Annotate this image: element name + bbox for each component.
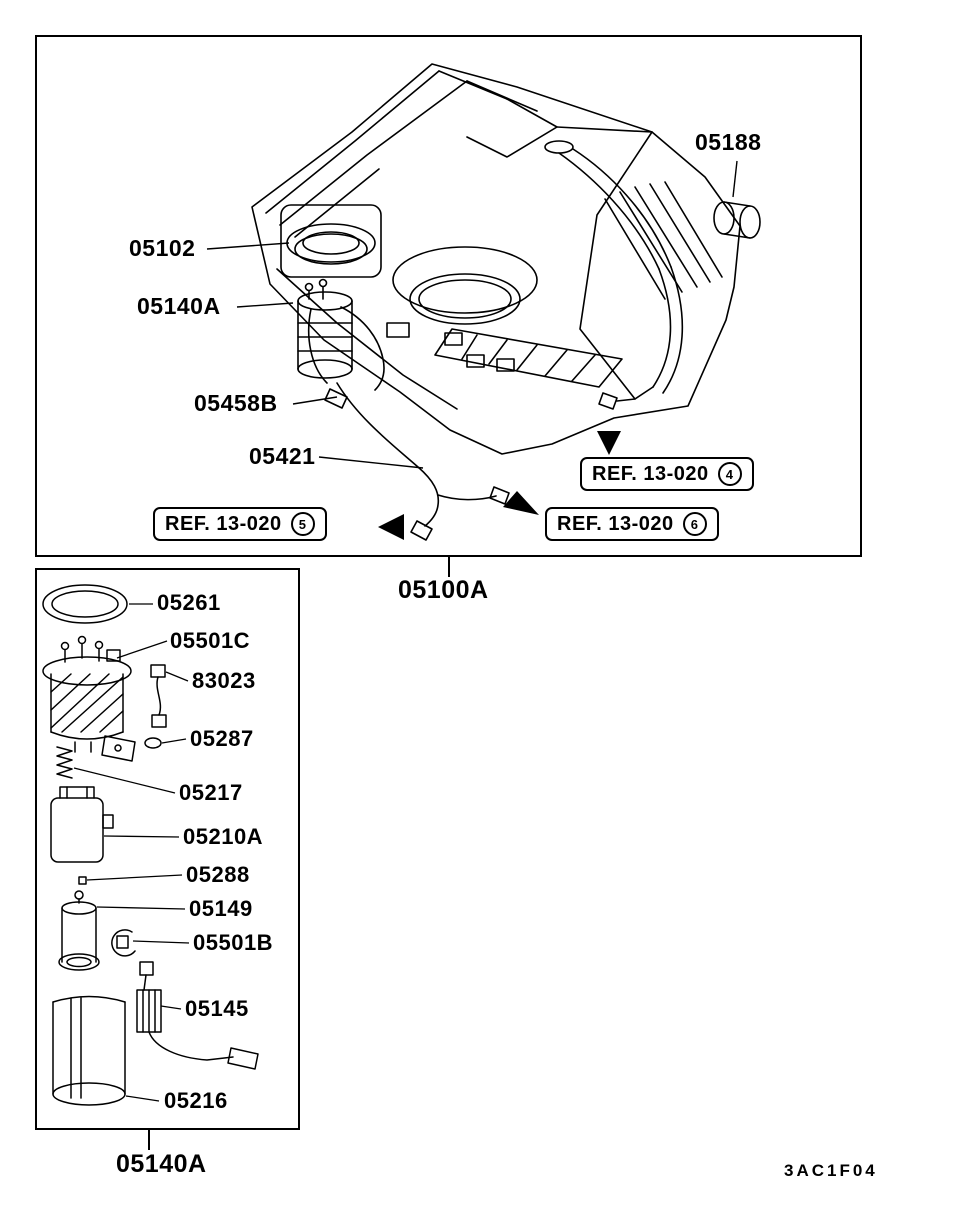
ref-circled-number: 4 (717, 462, 742, 486)
callout-05501B: 05501B (193, 930, 274, 955)
fuel-tank-illustration (206, 63, 761, 541)
callout-05421: 05421 (249, 443, 316, 469)
fuel-pump-exploded-illustration (42, 584, 259, 1106)
leader-lines (73, 603, 190, 1102)
diagram-code: 3AC1F04 (784, 1161, 878, 1180)
main-view-label: 05100A (398, 576, 489, 604)
main-view-frame: 05188 05102 05140A 05458B 05421 REF. 13-… (35, 35, 862, 557)
connector-line-detail (148, 1130, 150, 1150)
connector-line-main (448, 557, 450, 577)
detail-view-frame: 05261 05501C 83023 05287 05217 05210A 05… (35, 568, 300, 1130)
ref-box-5: REF. 13-020 5 (153, 507, 327, 541)
callout-05140A: 05140A (137, 293, 221, 319)
callout-05145: 05145 (185, 996, 249, 1021)
callout-05501C: 05501C (170, 628, 251, 653)
ref-box-6: REF. 13-020 6 (545, 507, 719, 541)
ref-circled-number: 5 (290, 512, 315, 536)
direction-arrows (378, 431, 621, 540)
ref-label: REF. 13-020 (165, 513, 282, 535)
callout-05216: 05216 (164, 1088, 228, 1113)
callout-05458B: 05458B (194, 390, 278, 416)
callout-05149: 05149 (189, 896, 253, 921)
ref-label: REF. 13-020 (592, 463, 709, 485)
callout-05210A: 05210A (183, 824, 264, 849)
callout-05287: 05287 (190, 726, 254, 751)
callout-05188: 05188 (695, 129, 762, 155)
leader-lines (206, 160, 738, 469)
callout-05288: 05288 (186, 862, 250, 887)
callout-05102: 05102 (129, 235, 196, 261)
detail-view-label: 05140A (116, 1150, 207, 1178)
ref-label: REF. 13-020 (557, 513, 674, 535)
ref-box-4: REF. 13-020 4 (580, 457, 754, 491)
callout-05217: 05217 (179, 780, 243, 805)
callout-83023: 83023 (192, 668, 256, 693)
ref-circled-number: 6 (682, 512, 707, 536)
callout-05261: 05261 (157, 590, 221, 615)
